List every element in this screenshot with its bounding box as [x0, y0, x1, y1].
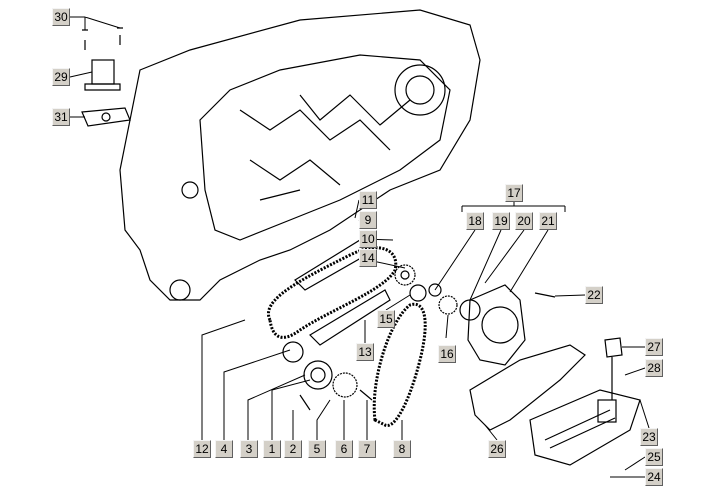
callout-29[interactable]: 29: [52, 68, 70, 86]
callout-14[interactable]: 14: [359, 249, 377, 267]
callout-23[interactable]: 23: [640, 428, 658, 446]
callout-22[interactable]: 22: [585, 286, 603, 304]
callout-19[interactable]: 19: [492, 212, 510, 230]
callout-16[interactable]: 16: [438, 345, 456, 363]
callout-12[interactable]: 12: [193, 440, 211, 458]
timing-chain: [267, 246, 398, 339]
callout-8[interactable]: 8: [393, 440, 411, 458]
callout-25[interactable]: 25: [645, 448, 663, 466]
callout-27[interactable]: 27: [645, 338, 663, 356]
callout-18[interactable]: 18: [466, 212, 484, 230]
callout-2[interactable]: 2: [284, 440, 302, 458]
callout-3[interactable]: 3: [240, 440, 258, 458]
callout-26[interactable]: 26: [488, 440, 506, 458]
callout-17[interactable]: 17: [505, 184, 523, 202]
callout-30[interactable]: 30: [52, 8, 70, 26]
callout-5[interactable]: 5: [308, 440, 326, 458]
callout-6[interactable]: 6: [335, 440, 353, 458]
callout-21[interactable]: 21: [539, 212, 557, 230]
callout-11[interactable]: 11: [359, 191, 377, 209]
callout-4[interactable]: 4: [215, 440, 233, 458]
callout-24[interactable]: 24: [645, 468, 663, 486]
callout-13[interactable]: 13: [356, 343, 374, 361]
callout-31[interactable]: 31: [52, 108, 70, 126]
crankcase: [119, 9, 481, 301]
callout-15[interactable]: 15: [377, 310, 395, 328]
callout-10[interactable]: 10: [359, 230, 377, 248]
callout-7[interactable]: 7: [358, 440, 376, 458]
callout-28[interactable]: 28: [645, 359, 663, 377]
callout-1[interactable]: 1: [263, 440, 281, 458]
callout-20[interactable]: 20: [515, 212, 533, 230]
callout-9[interactable]: 9: [359, 211, 377, 229]
